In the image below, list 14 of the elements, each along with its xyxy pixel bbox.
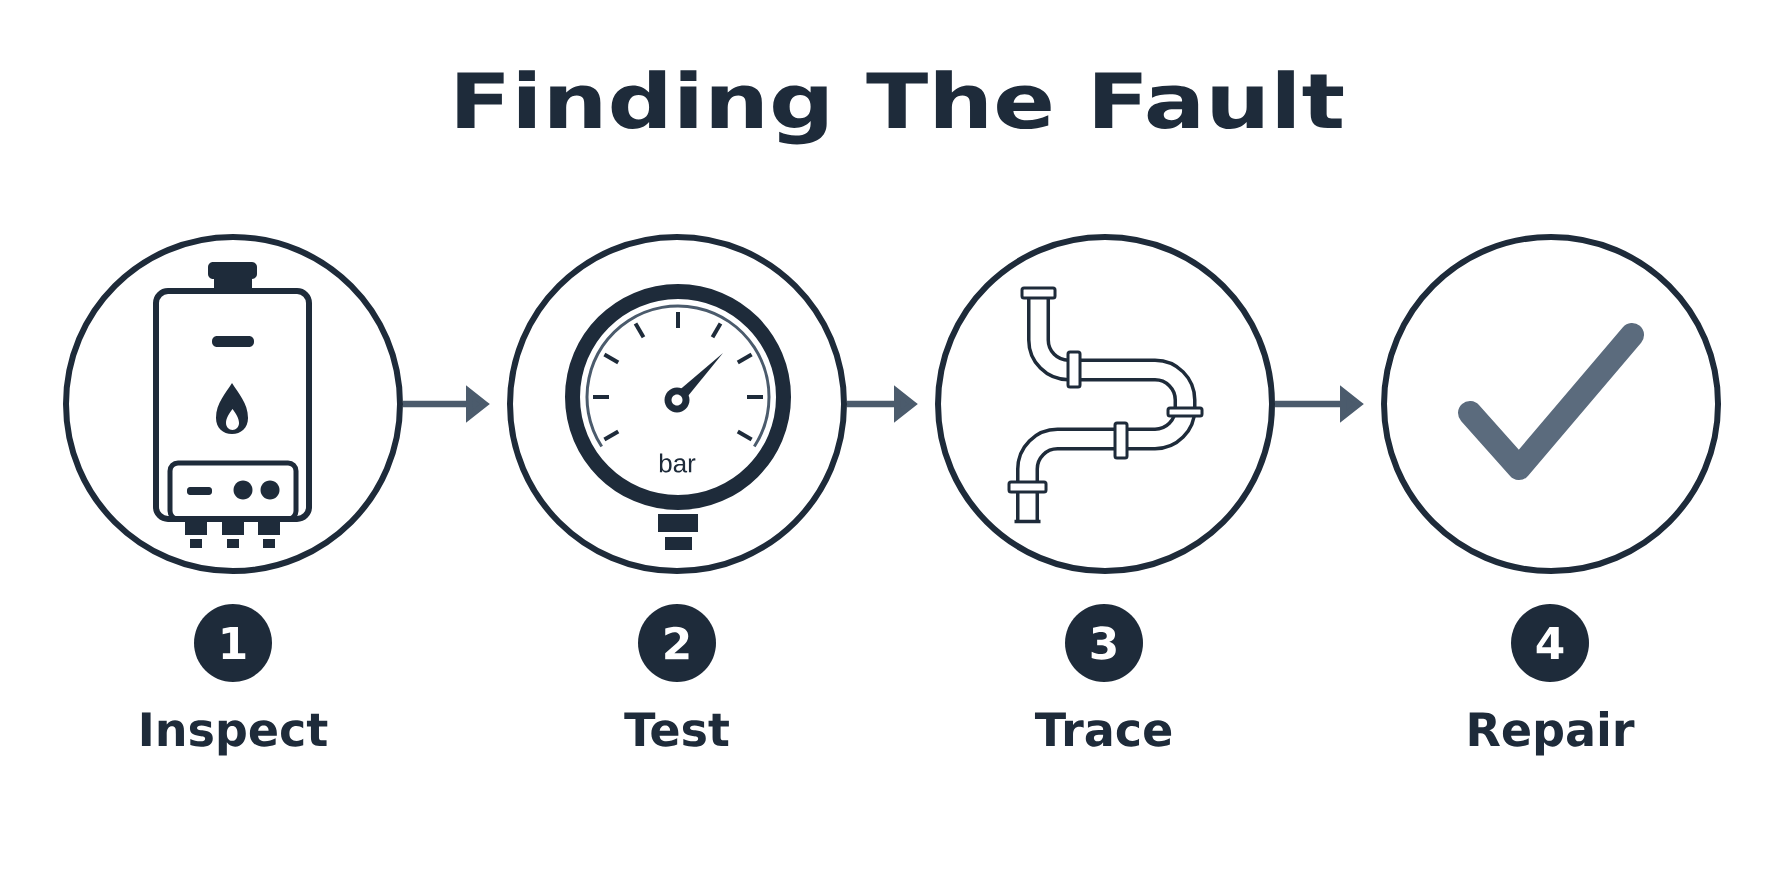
gauge-unit-label: bar xyxy=(659,453,696,473)
number-badge: 4 xyxy=(1511,604,1589,682)
title: Finding The Fault xyxy=(457,70,1344,145)
step-label: Inspect xyxy=(141,712,328,756)
step-circle xyxy=(63,234,403,574)
step-label: Test xyxy=(624,712,729,747)
number-badge: 2 xyxy=(638,604,716,682)
number-badge: 3 xyxy=(1065,604,1143,682)
step-circle xyxy=(935,234,1275,574)
step-label: Trace xyxy=(1034,712,1172,747)
step-label: Repair xyxy=(1469,711,1635,756)
step-circle xyxy=(507,234,847,574)
step-circle xyxy=(1381,234,1721,574)
number-badge: 1 xyxy=(194,604,272,682)
